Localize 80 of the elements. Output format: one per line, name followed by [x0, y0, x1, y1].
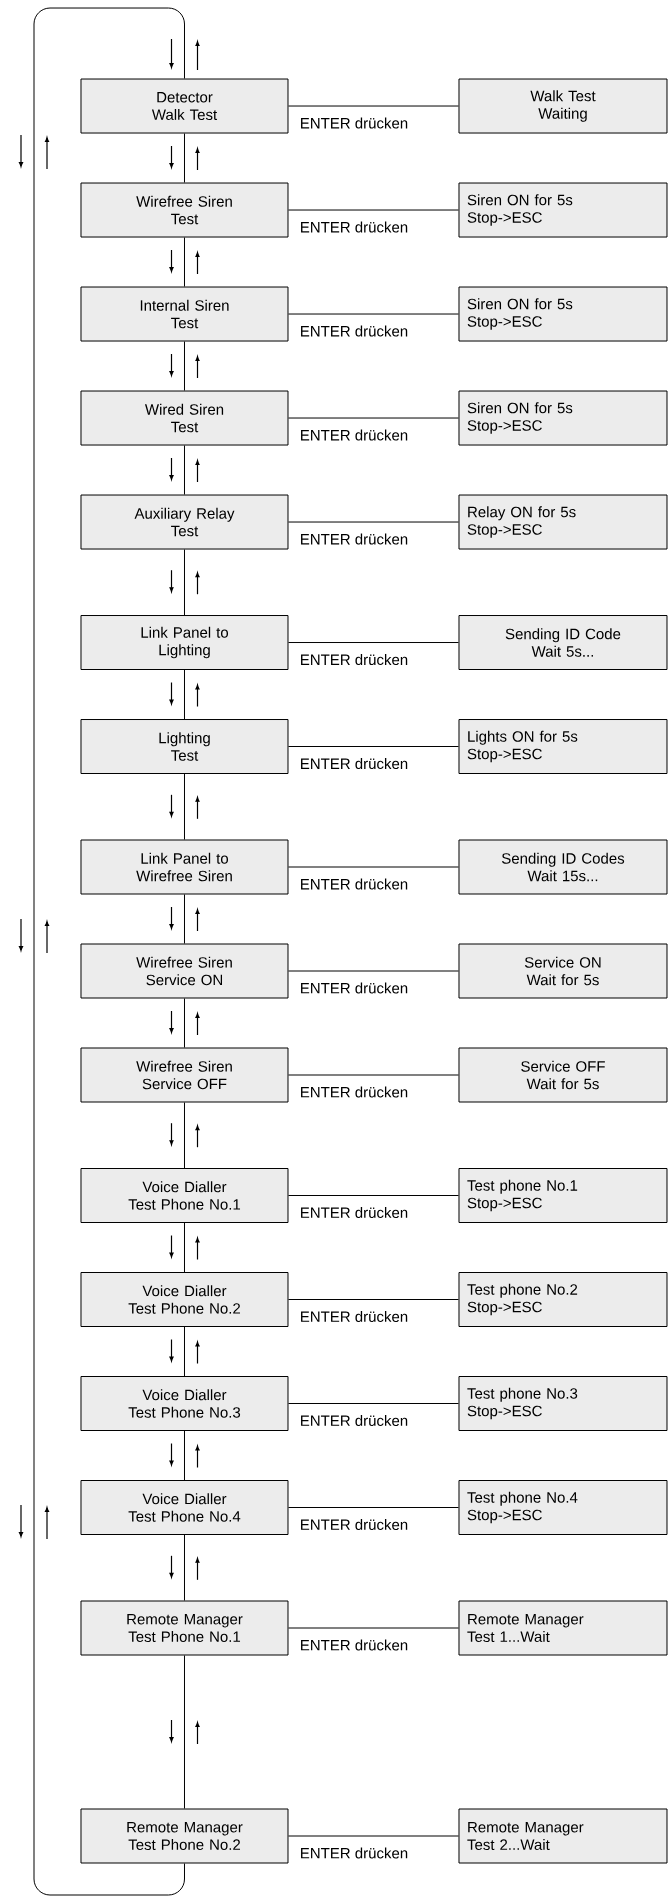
display-box: Remote Manager Test 1...Wait [458, 1600, 668, 1656]
edge-label: ENTER drücken [298, 1310, 410, 1323]
menu-box: Voice Dialler Test Phone No.1 [80, 1168, 289, 1223]
display-box: Sending ID Code Wait 5s... [458, 615, 668, 670]
connector-line [288, 521, 459, 523]
connector-line [288, 313, 459, 315]
edge-label: ENTER drücken [298, 1414, 410, 1427]
display-box: Test phone No.2 Stop->ESC [458, 1272, 668, 1327]
connector-line [288, 970, 459, 972]
flow-line [184, 1222, 185, 1273]
connector-line [288, 1835, 459, 1837]
flow-line [184, 341, 185, 391]
connector-line [288, 209, 459, 211]
menu-box: Auxiliary Relay Test [80, 494, 289, 550]
connector-line [288, 1074, 459, 1076]
flow-line [184, 1534, 185, 1601]
edge-label: ENTER drücken [298, 324, 410, 338]
flow-line [184, 998, 185, 1048]
connector-line [288, 1403, 459, 1404]
display-box: Service ON Wait for 5s [458, 943, 668, 999]
menu-box: Wirefree Siren Service ON [80, 943, 289, 999]
flow-line [184, 1326, 185, 1377]
display-box: Test phone No.4 Stop->ESC [458, 1480, 668, 1535]
connector-line [288, 417, 459, 419]
menu-box: Lighting Test [80, 719, 289, 774]
menu-box: Voice Dialler Test Phone No.3 [80, 1376, 289, 1431]
connector-line [288, 746, 459, 747]
edge-label: ENTER drücken [298, 653, 410, 667]
display-box: Walk Test Waiting [458, 78, 668, 134]
flow-line [184, 445, 185, 495]
connector-line [288, 1627, 459, 1629]
menu-box: Voice Dialler Test Phone No.4 [80, 1480, 289, 1535]
edge-label: ENTER drücken [298, 877, 410, 891]
flow-line [184, 237, 185, 287]
menu-box: Internal Siren Test [80, 286, 289, 342]
flow-line [184, 773, 185, 840]
edge-label: ENTER drücken [298, 1846, 410, 1860]
edge-label: ENTER drücken [298, 220, 410, 234]
connector-line [288, 866, 459, 868]
menu-box: Remote Manager Test Phone No.1 [80, 1600, 289, 1656]
edge-label: ENTER drücken [298, 757, 410, 770]
edge-label: ENTER drücken [298, 981, 410, 995]
menu-box: Detector Walk Test [80, 78, 289, 134]
menu-box: Remote Manager Test Phone No.2 [80, 1808, 289, 1864]
menu-box: Wirefree Siren Service OFF [80, 1047, 289, 1103]
display-box: Remote Manager Test 2...Wait [458, 1808, 668, 1864]
display-box: Siren ON for 5s Stop->ESC [458, 390, 668, 446]
connector-line [288, 642, 459, 643]
flow-line [184, 894, 185, 944]
flow-line [184, 1102, 185, 1169]
flow-line [184, 1430, 185, 1481]
edge-label: ENTER drücken [298, 1085, 410, 1099]
menu-box: Voice Dialler Test Phone No.2 [80, 1272, 289, 1327]
edge-label: ENTER drücken [298, 532, 410, 546]
flow-line [184, 1655, 185, 1809]
menu-box: Wirefree Siren Test [80, 182, 289, 238]
edge-label: ENTER drücken [298, 1638, 410, 1652]
display-box: Siren ON for 5s Stop->ESC [458, 182, 668, 238]
connector-line [288, 1299, 459, 1300]
menu-box: Wired Siren Test [80, 390, 289, 446]
display-box: Service OFF Wait for 5s [458, 1047, 668, 1103]
connector-line [288, 1507, 459, 1508]
display-box: Test phone No.3 Stop->ESC [458, 1376, 668, 1431]
display-box: Lights ON for 5s Stop->ESC [458, 719, 668, 774]
edge-label: ENTER drücken [298, 1206, 410, 1219]
edge-label: ENTER drücken [298, 428, 410, 442]
display-box: Siren ON for 5s Stop->ESC [458, 286, 668, 342]
flow-line [184, 549, 185, 616]
flow-line [184, 133, 185, 183]
flow-line [184, 669, 185, 720]
menu-box: Link Panel to Lighting [80, 615, 289, 670]
display-box: Relay ON for 5s Stop->ESC [458, 494, 668, 550]
edge-label: ENTER drücken [298, 1518, 410, 1531]
menu-box: Link Panel to Wirefree Siren [80, 839, 289, 895]
loop-line [33, 7, 185, 1896]
display-box: Test phone No.1 Stop->ESC [458, 1168, 668, 1223]
display-box: Sending ID Codes Wait 15s... [458, 839, 668, 895]
edge-label: ENTER drücken [298, 116, 410, 130]
connector-line [288, 105, 459, 107]
connector-line [288, 1195, 459, 1196]
